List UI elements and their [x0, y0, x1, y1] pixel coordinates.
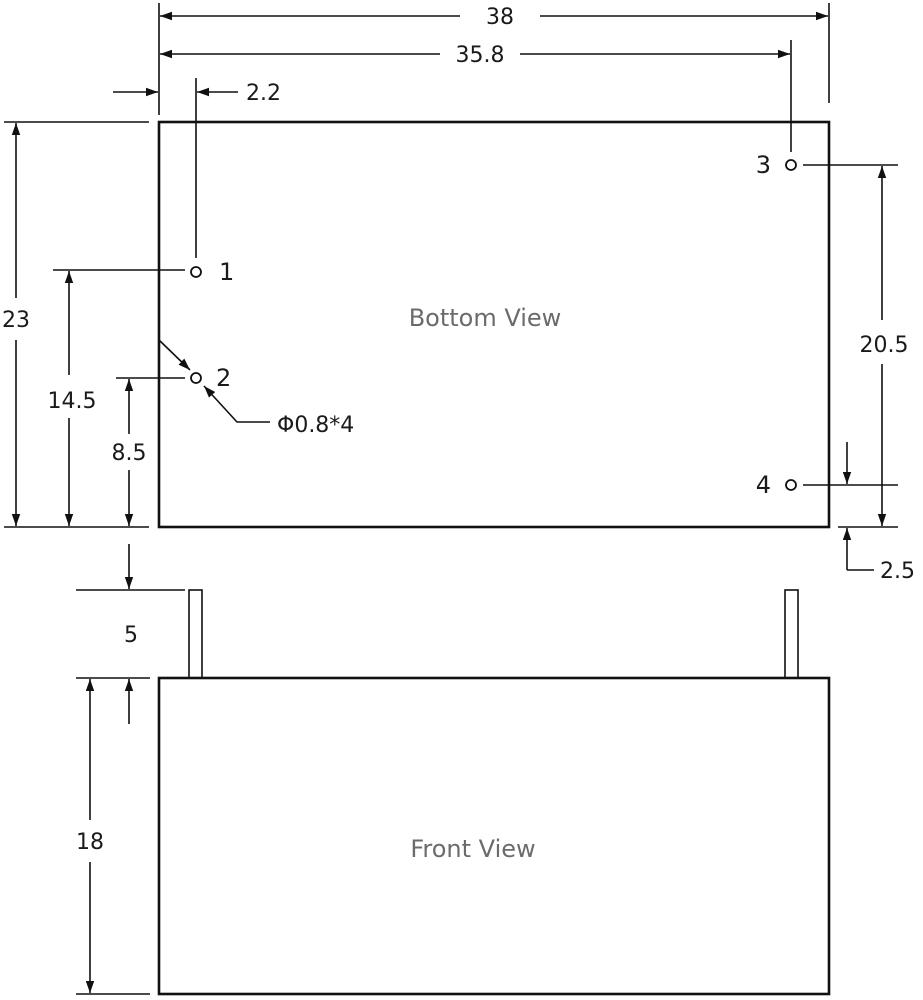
pin-note-label: Φ0.8*4: [277, 413, 354, 438]
dim-35-8-label: 35.8: [456, 43, 505, 68]
front-view-label: Front View: [410, 835, 535, 863]
pin-2-hole: [190, 372, 202, 384]
pin-4-label: 4: [756, 471, 771, 499]
pin-1-label: 1: [219, 258, 234, 286]
bottom-view-label: Bottom View: [409, 304, 562, 332]
pin-stub-right: [784, 589, 799, 679]
pin-3-label: 3: [756, 151, 771, 179]
dim-2-2-label: 2.2: [246, 81, 281, 106]
dim-2-5-label: 2.5: [880, 559, 915, 584]
front-view-outline: [157, 676, 831, 996]
pin-2-label: 2: [216, 364, 231, 392]
pin-stub-left: [188, 589, 203, 679]
dim-18-label: 18: [76, 830, 104, 855]
dim-20-5-label: 20.5: [860, 333, 909, 358]
dim-14-5-label: 14.5: [48, 389, 97, 414]
pin-note-leader-upper: [158, 339, 191, 371]
dim-38-label: 38: [486, 5, 514, 30]
pin-1-hole: [190, 266, 202, 278]
bottom-view-outline: [157, 120, 831, 529]
pin-3-hole: [785, 159, 797, 171]
dim-5-label: 5: [124, 623, 138, 648]
pin-4-hole: [785, 479, 797, 491]
dim-8-5-label: 8.5: [112, 441, 147, 466]
dim-23-label: 23: [2, 308, 30, 333]
pin-note-leader-lower: [203, 385, 270, 423]
